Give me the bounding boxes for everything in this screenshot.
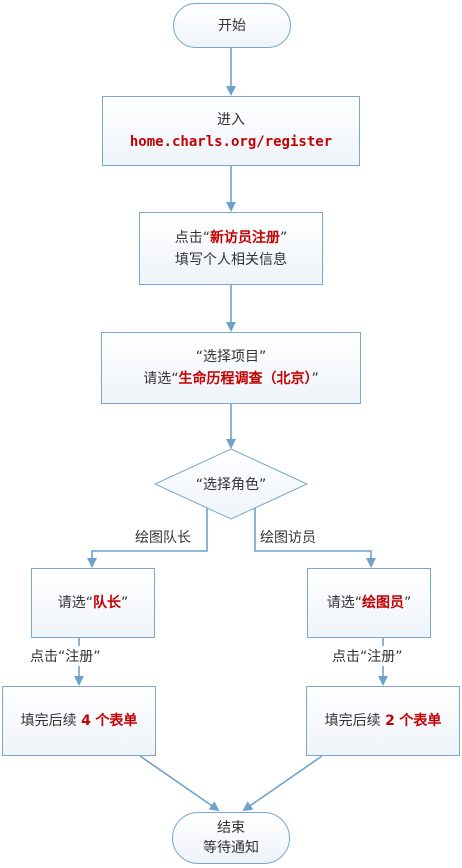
register-url: home.charls.org/register xyxy=(129,134,333,150)
forms-leader-count: 4 xyxy=(81,713,91,729)
enter-text: 进入 xyxy=(217,112,245,128)
arrow-role-leader xyxy=(87,507,208,568)
end-line2: 等待通知 xyxy=(203,840,259,856)
member-quote-open: “ xyxy=(354,595,362,611)
visitor-register-node: 点击“新访员注册” 填写个人相关信息 xyxy=(139,212,323,285)
leader-role: 队长 xyxy=(93,595,121,611)
select-member-node: 请选“绘图员” xyxy=(307,568,431,638)
visitor-quote-close: ” xyxy=(280,229,288,246)
member-role: 绘图员 xyxy=(362,595,404,611)
forms-member-node: 填完后续 2 个表单 xyxy=(306,686,460,756)
select-project-node: “选择项目” 请选“生命历程调查（北京）” xyxy=(101,332,361,404)
forms-leader-line: 填完后续 4 个表单 xyxy=(21,710,138,732)
register-right-label: 点击“注册” xyxy=(330,646,405,666)
start-node: 开始 xyxy=(173,3,291,48)
leader-prefix: 请选 xyxy=(57,595,86,611)
register-left-label: 点击“注册” xyxy=(28,646,103,666)
decision-diamond xyxy=(153,448,309,520)
forms-member-suffix: 个表单 xyxy=(399,713,442,729)
arrow-role-member xyxy=(254,507,376,568)
select-leader-node: 请选“队长” xyxy=(31,568,155,638)
leader-quote-open: “ xyxy=(85,595,93,611)
enter-node: 进入 home.charls.org/register xyxy=(102,96,360,166)
project-name: 生命历程调查（北京） xyxy=(178,371,312,387)
arrow-member-end xyxy=(242,755,323,812)
branch-leader-label: 绘图队长 xyxy=(133,527,193,547)
project-quote-close: ” xyxy=(311,371,319,387)
end-node: 结束 等待通知 xyxy=(172,812,290,864)
forms-leader-node: 填完后续 4 个表单 xyxy=(2,686,156,756)
leader-quote-close: ” xyxy=(121,595,129,611)
end-line1: 结束 xyxy=(217,820,245,836)
forms-member-prefix: 填完后续 xyxy=(324,713,381,729)
member-line: 请选“绘图员” xyxy=(327,592,412,614)
start-label: 开始 xyxy=(218,17,246,34)
visitor-prefix: 点击 xyxy=(174,229,203,246)
branch-member-label: 绘图访员 xyxy=(258,527,318,547)
project-quote-open: “ xyxy=(171,371,179,387)
project-line1: “选择项目” xyxy=(195,349,267,365)
visitor-line2: 填写个人相关信息 xyxy=(175,251,287,268)
visitor-action: 新访员注册 xyxy=(210,229,280,246)
select-role-label: “选择角色” xyxy=(155,449,307,519)
forms-member-count: 2 xyxy=(385,713,395,729)
project-line2: 请选“生命历程调查（北京）” xyxy=(143,368,319,390)
leader-line: 请选“队长” xyxy=(58,592,129,614)
forms-leader-prefix: 填完后续 xyxy=(20,713,77,729)
member-quote-close: ” xyxy=(404,595,412,611)
visitor-quote-open: “ xyxy=(202,229,210,246)
visitor-line1: 点击“新访员注册” xyxy=(175,227,288,249)
role-label-text: “选择角色” xyxy=(195,477,267,493)
member-prefix: 请选 xyxy=(326,595,355,611)
arrow-leader-end xyxy=(139,755,220,812)
forms-leader-suffix: 个表单 xyxy=(95,713,138,729)
project-prefix: 请选 xyxy=(143,371,172,387)
forms-member-line: 填完后续 2 个表单 xyxy=(325,710,442,732)
